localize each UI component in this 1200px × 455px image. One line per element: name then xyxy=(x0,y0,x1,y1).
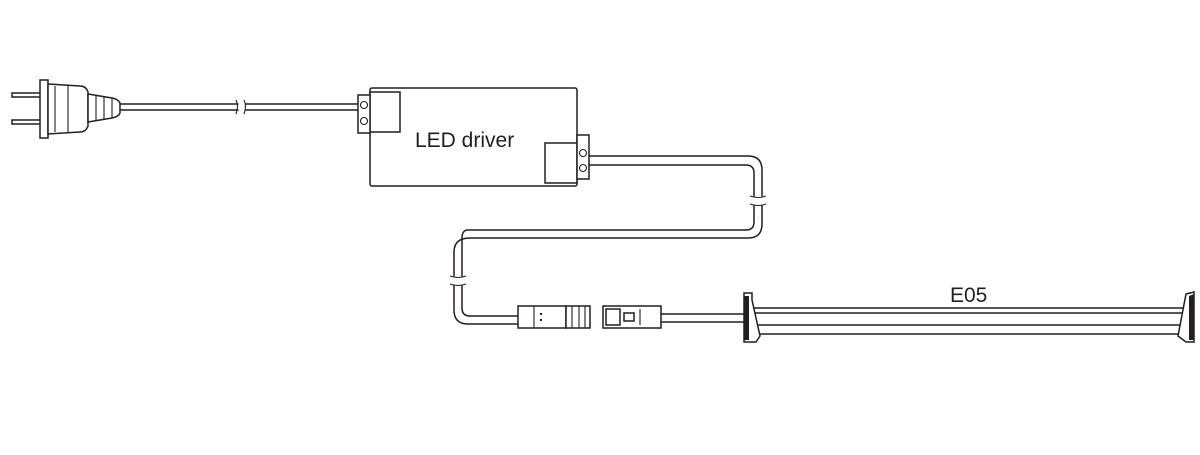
light-bar: E05 xyxy=(743,284,1195,343)
led-driver-label: LED driver xyxy=(415,129,514,152)
light-bar-lead xyxy=(660,313,749,323)
plug-prong-bottom xyxy=(11,119,43,125)
female-connector xyxy=(602,305,662,329)
light-bar-label: E05 xyxy=(950,284,987,307)
output-terminal-block xyxy=(544,142,578,184)
led-driver: LED driver xyxy=(357,87,590,187)
male-connector xyxy=(517,305,591,329)
input-terminal-block xyxy=(369,91,401,133)
power-plug xyxy=(11,79,121,139)
plug-face xyxy=(39,79,49,139)
plug-prong-top xyxy=(11,92,43,98)
dc-output-cable xyxy=(449,155,767,325)
ac-input-cable xyxy=(119,99,361,115)
